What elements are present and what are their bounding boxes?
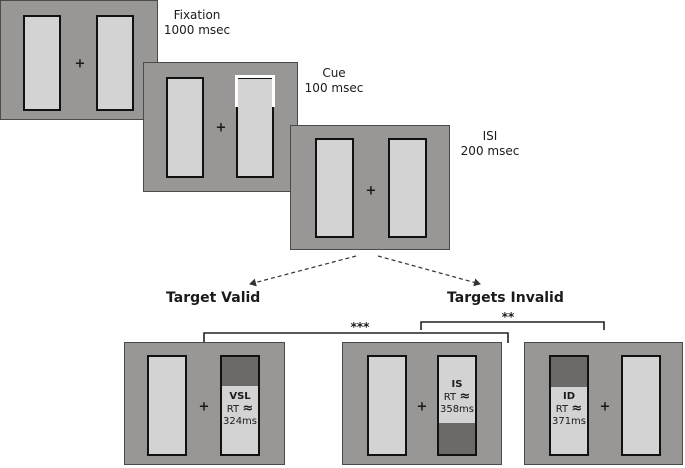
approx-symbol: ≈ — [459, 389, 471, 404]
bracket-same-vs-different — [420, 321, 605, 330]
cue-highlight-right — [272, 75, 275, 107]
fixation-cross: + — [599, 399, 611, 415]
left-placeholder-box — [166, 77, 204, 178]
cue-stage-label: Cue 100 msec — [302, 66, 366, 96]
cue-screen: + — [143, 62, 298, 192]
left-placeholder-box — [367, 355, 407, 456]
stage-duration: 200 msec — [460, 144, 520, 158]
left-placeholder-box — [315, 138, 354, 238]
condition-label: VSL — [229, 391, 251, 402]
target-fill-top — [551, 357, 587, 387]
rt-label: RT — [226, 404, 240, 415]
condition-label: ID — [562, 391, 576, 402]
right-placeholder-box — [388, 138, 427, 238]
target-label-id: ID RT ≈ 371ms — [551, 391, 587, 428]
right-placeholder-box — [236, 77, 274, 178]
stage-name: ISI — [482, 129, 498, 143]
arrow-to-valid — [249, 255, 357, 287]
fixation-cross: + — [198, 399, 210, 415]
target-fill-bottom — [439, 423, 475, 454]
left-placeholder-box — [23, 15, 61, 111]
target-valid-screen: VSL RT ≈ 324ms + — [124, 342, 285, 465]
approx-symbol: ≈ — [242, 401, 254, 416]
fixation-cross: + — [215, 120, 227, 136]
stage-duration: 1000 msec — [163, 23, 231, 37]
right-placeholder-box — [621, 355, 661, 456]
rt-value: 324ms — [222, 416, 258, 427]
target-fill-top — [222, 357, 258, 386]
right-target-box: IS RT ≈ 358ms — [437, 355, 477, 456]
fixation-cross: + — [416, 399, 428, 415]
target-label-vsl: VSL RT ≈ 324ms — [222, 391, 258, 428]
target-label-is: IS RT ≈ 358ms — [439, 379, 475, 416]
significance-stars-valid-invalid: *** — [350, 320, 370, 334]
heading-target-valid: Target Valid — [166, 290, 261, 306]
stage-name: Cue — [322, 66, 346, 80]
fixation-cross: + — [74, 56, 86, 72]
fixation-stage-label: Fixation 1000 msec — [162, 8, 232, 38]
heading-targets-invalid: Targets Invalid — [447, 290, 564, 306]
cue-highlight-top — [235, 75, 275, 78]
target-invalid-same-screen: IS RT ≈ 358ms + — [342, 342, 502, 465]
fixation-screen: + — [0, 0, 158, 120]
isi-screen: + — [290, 125, 450, 250]
left-target-box: ID RT ≈ 371ms — [549, 355, 589, 456]
rt-value: 371ms — [551, 416, 587, 427]
approx-symbol: ≈ — [571, 401, 583, 416]
cue-highlight-left — [235, 75, 238, 107]
stage-name: Fixation — [173, 8, 221, 22]
arrow-to-invalid — [377, 255, 481, 287]
significance-stars-same-different: ** — [501, 310, 515, 324]
isi-stage-label: ISI 200 msec — [458, 129, 522, 159]
left-placeholder-box — [147, 355, 187, 456]
bracket-valid-vs-invalid — [203, 332, 509, 343]
right-target-box: VSL RT ≈ 324ms — [220, 355, 260, 456]
stage-duration: 100 msec — [304, 81, 364, 95]
fixation-cross: + — [365, 183, 377, 199]
rt-label: RT — [555, 404, 569, 415]
rt-value: 358ms — [439, 404, 475, 415]
target-invalid-different-screen: ID RT ≈ 371ms + — [524, 342, 683, 465]
rt-label: RT — [443, 392, 457, 403]
right-placeholder-box — [96, 15, 134, 111]
condition-label: IS — [451, 379, 463, 390]
